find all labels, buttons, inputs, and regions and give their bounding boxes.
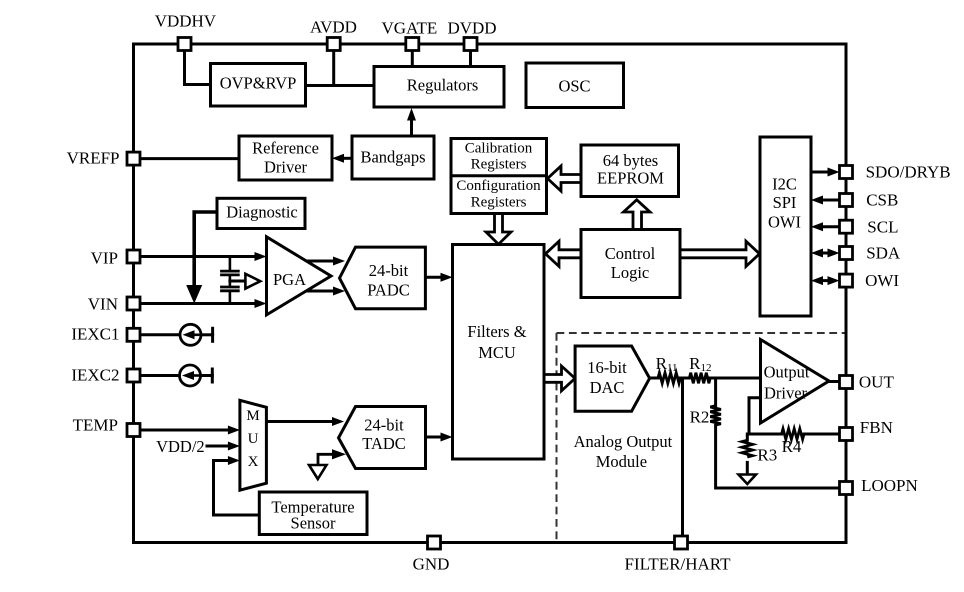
svg-text:Module: Module [596,452,647,471]
svg-text:SPI: SPI [773,193,797,212]
svg-text:VDD/2: VDD/2 [156,437,205,456]
svg-text:VIN: VIN [88,295,118,314]
svg-text:Bandgaps: Bandgaps [360,148,425,167]
svg-text:VIP: VIP [91,249,118,268]
svg-text:Driver: Driver [764,384,808,403]
svg-text:IEXC2: IEXC2 [71,366,119,385]
svg-text:TEMP: TEMP [73,416,118,435]
svg-text:FILTER/HART: FILTER/HART [624,555,731,574]
svg-text:OWI: OWI [768,213,801,232]
svg-text:OWI: OWI [865,271,899,290]
svg-text:Registers: Registers [471,194,527,210]
svg-text:U: U [248,431,259,447]
svg-text:FBN: FBN [860,418,893,437]
svg-text:AVDD: AVDD [310,18,357,37]
svg-text:Analog Output: Analog Output [574,432,673,451]
svg-text:Calibration: Calibration [465,140,533,156]
svg-text:SDO/DRYB: SDO/DRYB [866,163,951,182]
svg-text:PADC: PADC [367,281,410,300]
svg-text:SDA: SDA [866,244,901,263]
svg-text:DAC: DAC [590,378,625,397]
svg-text:Control: Control [605,244,656,263]
svg-text:OSC: OSC [558,77,590,96]
svg-text:Output: Output [764,363,810,382]
svg-text:VREFP: VREFP [67,149,120,168]
svg-text:TADC: TADC [362,434,406,453]
svg-text:OUT: OUT [859,373,895,392]
svg-text:LOOPN: LOOPN [861,476,918,495]
svg-text:EEPROM: EEPROM [597,169,664,188]
svg-text:Regulators: Regulators [407,76,479,95]
svg-text:Driver: Driver [264,158,308,177]
svg-text:16-bit: 16-bit [587,358,627,377]
svg-text:Sensor: Sensor [291,514,336,533]
svg-text:Diagnostic: Diagnostic [226,203,298,222]
svg-text:IEXC1: IEXC1 [71,325,119,344]
svg-text:MCU: MCU [478,343,516,362]
svg-text:SCL: SCL [867,218,898,237]
svg-text:Configuration: Configuration [456,178,541,194]
svg-text:24-bit: 24-bit [364,416,404,435]
svg-text:Reference: Reference [252,139,319,158]
svg-text:DVDD: DVDD [447,19,496,38]
svg-text:Registers: Registers [471,156,527,172]
svg-text:Logic: Logic [611,263,650,282]
svg-text:I2C: I2C [772,175,797,194]
svg-text:CSB: CSB [866,191,898,210]
svg-text:24-bit: 24-bit [369,261,409,280]
svg-text:X: X [248,454,259,470]
svg-text:R2: R2 [690,407,710,426]
svg-text:VDDHV: VDDHV [155,12,217,31]
svg-text:OVP&RVP: OVP&RVP [220,74,297,93]
svg-text:Temperature: Temperature [271,497,354,516]
svg-text:GND: GND [413,555,450,574]
svg-text:R3: R3 [757,445,777,464]
svg-text:PGA: PGA [273,270,306,289]
svg-text:R4: R4 [782,437,802,456]
svg-text:M: M [246,408,259,424]
svg-text:Filters &: Filters & [467,322,526,341]
svg-text:VGATE: VGATE [382,19,438,38]
svg-text:64 bytes: 64 bytes [603,151,658,170]
